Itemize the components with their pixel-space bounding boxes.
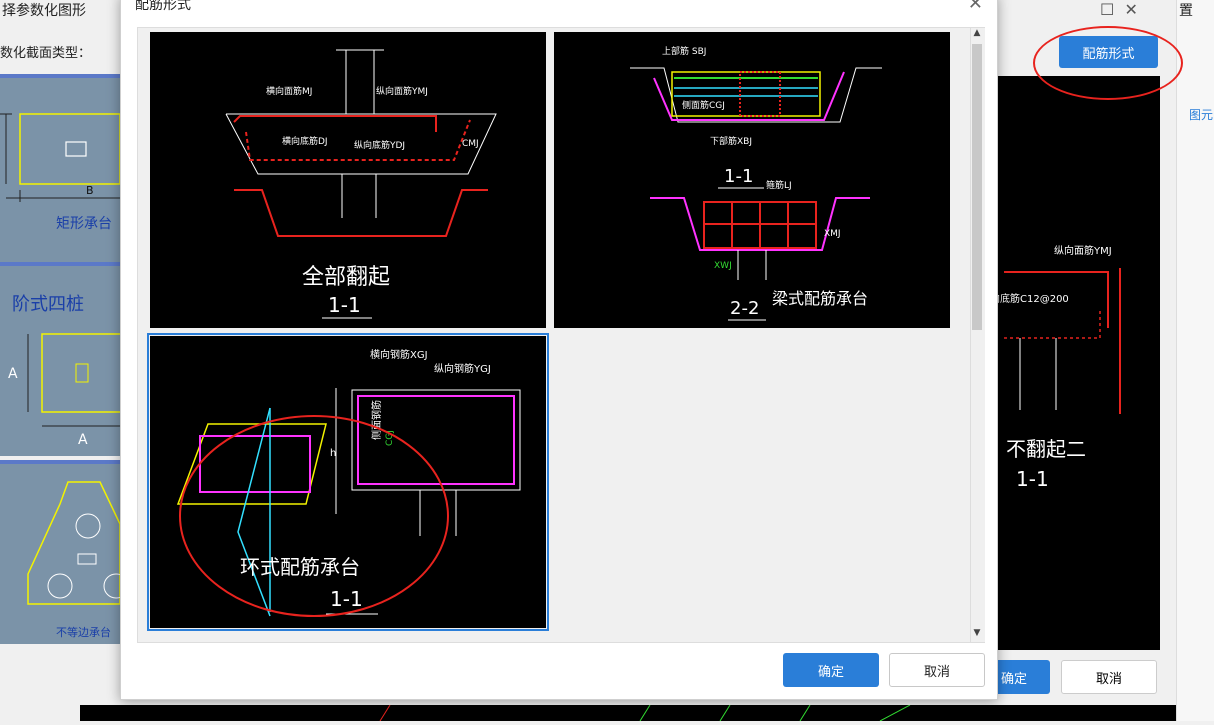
- scroll-thumb[interactable]: [972, 44, 982, 330]
- parent-window-title: 择参数化图形: [2, 3, 86, 19]
- dim-a-v: A: [8, 366, 18, 382]
- thumb3-label: 不等边承台: [56, 625, 111, 639]
- thumb1-label: 矩形承台: [56, 216, 112, 232]
- option-card-all-bent[interactable]: 横向面筋MJ 纵向面筋YMJ 横向底筋DJ 纵向底筋YDJ CMJ 全部翻起 1…: [150, 32, 546, 328]
- label-xgj: 横向钢筋XGJ: [370, 348, 428, 361]
- right-label2: 纵向底筋C12@200: [980, 292, 1069, 305]
- section-type-label: 数化截面类型：: [0, 46, 92, 61]
- label-xbj: 下部筋XBJ: [710, 135, 752, 147]
- label-h: h: [330, 448, 336, 459]
- label-side-rebar: 侧面钢筋: [370, 400, 383, 440]
- label-ymj: 纵向面筋YMJ: [376, 85, 428, 97]
- scroll-up-icon[interactable]: ▲: [973, 28, 981, 38]
- label-ydj: 纵向底筋YDJ: [354, 139, 405, 151]
- scroll-down-icon[interactable]: ▼: [973, 628, 981, 638]
- ok-button[interactable]: 确定: [783, 653, 879, 687]
- dim-b: B: [86, 184, 94, 197]
- option-gallery: 横向面筋MJ 纵向面筋YMJ 横向底筋DJ 纵向底筋YDJ CMJ 全部翻起 1…: [137, 27, 985, 643]
- label-cgj: 侧面筋CGJ: [682, 99, 725, 111]
- right-tab-label[interactable]: 图元: [1189, 108, 1214, 122]
- thumb-step-four-pile[interactable]: 阶式四桩 A A: [0, 262, 120, 456]
- option-card-ring-type[interactable]: h 横向钢筋XGJ 纵向钢筋YGJ 侧面钢筋 CGJ 环式配筋承台 1-1: [147, 333, 549, 631]
- right-label1: 纵向面筋YMJ: [1054, 244, 1112, 257]
- card1-caption: 全部翻起: [302, 265, 390, 290]
- card1-section: 1-1: [328, 293, 361, 317]
- label-xwj: XWJ: [714, 261, 732, 271]
- card2-section2: 2-2: [730, 298, 759, 319]
- parent-window-controls[interactable]: ☐ ✕: [1100, 0, 1138, 19]
- card2-section1: 1-1: [724, 166, 753, 187]
- reinforcement-form-dialog: 配筋形式 ✕ 横向面筋MJ 纵向面筋YMJ: [120, 0, 998, 700]
- parent-bottom-canvas: [80, 704, 1176, 722]
- thumb2-label: 阶式四桩: [12, 294, 84, 315]
- cancel-button[interactable]: 取消: [889, 653, 985, 687]
- annotation-ring-button: [1033, 26, 1183, 100]
- right-menu-label: 置: [1179, 3, 1193, 19]
- label-dj: 横向底筋DJ: [282, 135, 328, 147]
- parent-cancel-button[interactable]: 取消: [1061, 660, 1157, 694]
- right-caption1: 不翻起二: [1006, 437, 1086, 461]
- label-xmj: XMJ: [824, 229, 841, 239]
- card2-caption: 梁式配筋承台: [772, 289, 868, 308]
- label-lj: 箍筋LJ: [766, 179, 792, 191]
- label-ygj: 纵向钢筋YGJ: [434, 362, 491, 375]
- dim-a-h: A: [78, 432, 88, 448]
- right-caption2: 1-1: [1016, 467, 1049, 491]
- label-mj: 横向面筋MJ: [266, 85, 312, 97]
- close-icon[interactable]: ✕: [967, 0, 983, 14]
- option-card-beam-type[interactable]: 上部筋 SBJ 侧面筋CGJ 下部筋XBJ 1-1 箍筋LJ XMJ XWJ 2…: [554, 32, 950, 328]
- thumb-unequal-cap[interactable]: 不等边承台: [0, 460, 120, 644]
- label-cgj: CGJ: [385, 430, 395, 446]
- label-sbj: 上部筋 SBJ: [662, 45, 706, 57]
- card3-caption: 环式配筋承台: [240, 555, 360, 579]
- thumb-rect-cap[interactable]: B 矩形承台: [0, 74, 120, 262]
- annotation-ring-card: [179, 415, 449, 617]
- label-cmj: CMJ: [462, 139, 479, 149]
- card3-section: 1-1: [330, 587, 363, 611]
- dialog-title: 配筋形式: [135, 0, 191, 13]
- right-side-panel: 置 图元: [1176, 0, 1214, 721]
- parent-preview-canvas: 纵向面筋YMJ 纵向底筋C12@200 不翻起二 1-1: [976, 76, 1160, 650]
